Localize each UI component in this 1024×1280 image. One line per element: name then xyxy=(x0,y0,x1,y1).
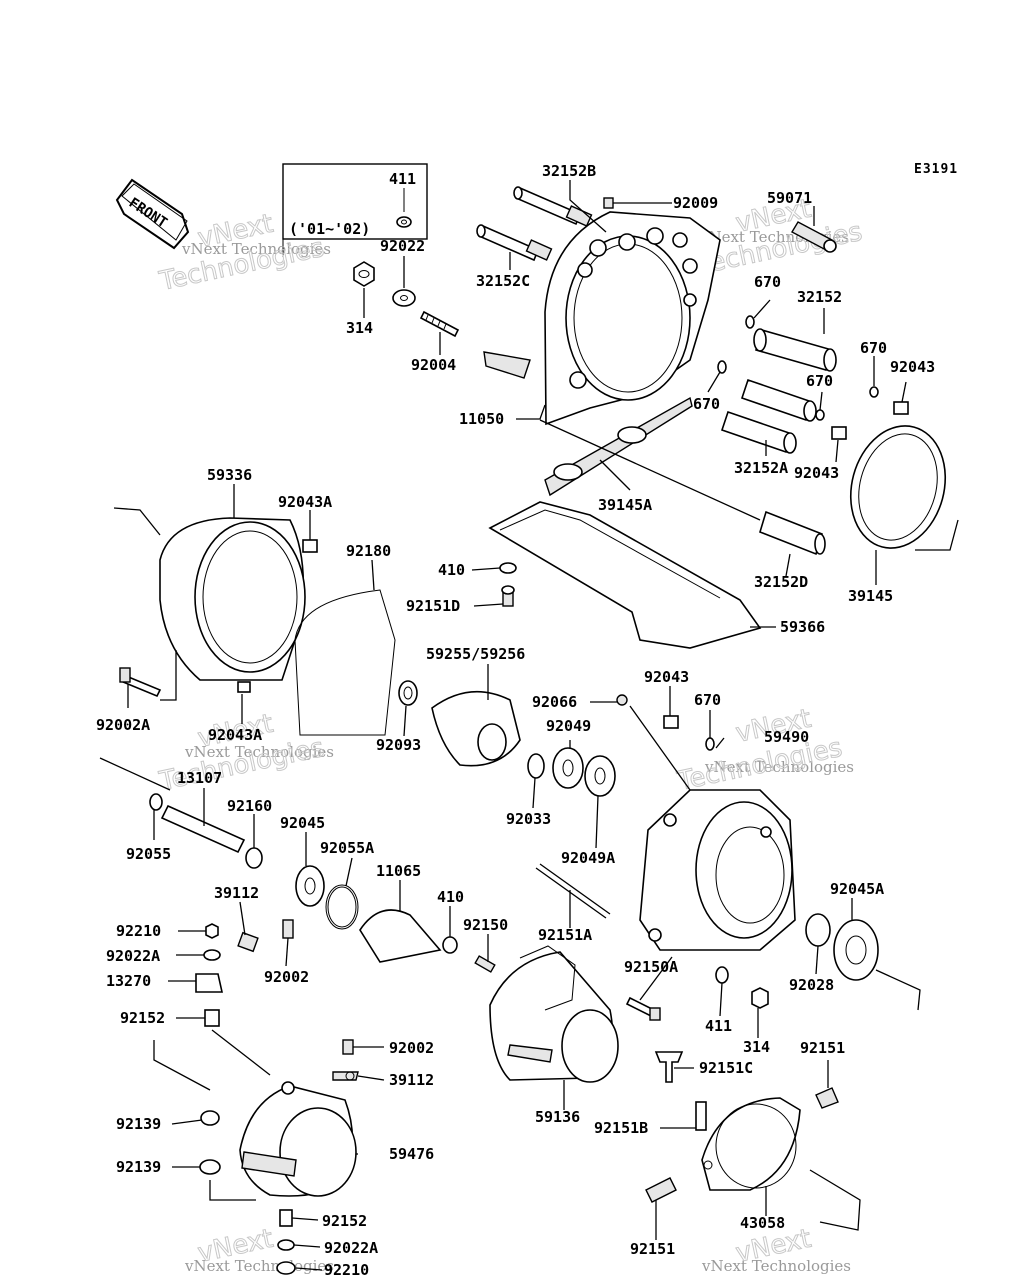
part-shapes xyxy=(119,186,947,1275)
svg-text:vNext Technologies: vNext Technologies xyxy=(184,1257,334,1275)
label-32152: 32152 xyxy=(797,288,842,306)
label-92210-a: 92210 xyxy=(116,922,161,940)
label-314-top: 314 xyxy=(346,319,373,337)
label-92151A: 92151A xyxy=(538,926,592,944)
label-92022: 92022 xyxy=(380,237,425,255)
label-39112-a: 39112 xyxy=(214,884,259,902)
label-92151-b: 92151 xyxy=(630,1240,675,1258)
label-670-b: 670 xyxy=(860,339,887,357)
label-92043-a: 92043 xyxy=(890,358,935,376)
label-92002-a: 92002 xyxy=(264,968,309,986)
label-59136: 59136 xyxy=(535,1108,580,1126)
note-box-part: 411 xyxy=(389,170,416,188)
label-59336: 59336 xyxy=(207,466,252,484)
label-92150A: 92150A xyxy=(624,958,678,976)
svg-text:vNext Technologies: vNext Technologies xyxy=(701,1257,851,1275)
label-92180: 92180 xyxy=(346,542,391,560)
label-59255-59256: 59255/59256 xyxy=(426,645,525,663)
label-92022A-b: 92022A xyxy=(324,1239,378,1257)
label-92151D: 92151D xyxy=(406,597,460,615)
label-59490: 59490 xyxy=(764,728,809,746)
label-39145: 39145 xyxy=(848,587,893,605)
label-92043-c: 92043 xyxy=(644,668,689,686)
label-670-e: 670 xyxy=(694,691,721,709)
label-92151C: 92151C xyxy=(699,1059,753,1077)
label-411: 411 xyxy=(705,1017,732,1035)
label-11050: 11050 xyxy=(459,410,504,428)
label-92151B: 92151B xyxy=(594,1119,648,1137)
label-92210-b: 92210 xyxy=(324,1261,369,1279)
label-92045: 92045 xyxy=(280,814,325,832)
label-92049: 92049 xyxy=(546,717,591,735)
label-92022A-a: 92022A xyxy=(106,947,160,965)
label-92093: 92093 xyxy=(376,736,421,754)
label-92139-b: 92139 xyxy=(116,1158,161,1176)
part-labels: 32152B 92009 59071 32152C 92022 314 9200… xyxy=(96,162,935,1279)
label-59366: 59366 xyxy=(780,618,825,636)
label-92150: 92150 xyxy=(463,916,508,934)
label-92043-b: 92043 xyxy=(794,464,839,482)
svg-text:vNext Technologies: vNext Technologies xyxy=(181,240,331,258)
label-410-a: 410 xyxy=(438,561,465,579)
label-39145A: 39145A xyxy=(598,496,652,514)
label-92009: 92009 xyxy=(673,194,718,212)
label-92043A-a: 92043A xyxy=(278,493,332,511)
note-box-range: ('01~'02) xyxy=(289,220,370,238)
label-92002A: 92002A xyxy=(96,716,150,734)
label-59071: 59071 xyxy=(767,189,812,207)
label-92028: 92028 xyxy=(789,976,834,994)
label-92152-b: 92152 xyxy=(322,1212,367,1230)
label-59476: 59476 xyxy=(389,1145,434,1163)
label-13107: 13107 xyxy=(177,769,222,787)
label-314-bottom: 314 xyxy=(743,1038,770,1056)
label-32152D: 32152D xyxy=(754,573,808,591)
label-92139-a: 92139 xyxy=(116,1115,161,1133)
front-arrow-icon: FRONT xyxy=(115,178,190,250)
label-32152A: 32152A xyxy=(734,459,788,477)
label-92152-a: 92152 xyxy=(120,1009,165,1027)
label-43058: 43058 xyxy=(740,1214,785,1232)
label-92160: 92160 xyxy=(227,797,272,815)
label-92004: 92004 xyxy=(411,356,456,374)
label-670-c: 670 xyxy=(806,372,833,390)
label-670-a: 670 xyxy=(754,273,781,291)
label-410-b: 410 xyxy=(437,888,464,906)
label-11065: 11065 xyxy=(376,862,421,880)
label-13270: 13270 xyxy=(106,972,151,990)
label-92151-a: 92151 xyxy=(800,1039,845,1057)
svg-text:vNext Technologies: vNext Technologies xyxy=(184,743,334,761)
diagram-code: E3191 xyxy=(914,162,958,177)
label-32152C: 32152C xyxy=(476,272,530,290)
label-92033: 92033 xyxy=(506,810,551,828)
label-92043A-b: 92043A xyxy=(208,726,262,744)
svg-text:vNext Technologies: vNext Technologies xyxy=(704,758,854,776)
label-92055A: 92055A xyxy=(320,839,374,857)
label-92055: 92055 xyxy=(126,845,171,863)
label-32152B: 32152B xyxy=(542,162,596,180)
note-box: 411 ('01~'02) xyxy=(282,163,428,257)
label-670-d: 670 xyxy=(693,395,720,413)
label-92049A: 92049A xyxy=(561,849,615,867)
leader-lines xyxy=(99,180,959,1271)
label-39112-b: 39112 xyxy=(389,1071,434,1089)
label-92002-b: 92002 xyxy=(389,1039,434,1057)
label-92045A: 92045A xyxy=(830,880,884,898)
label-92066: 92066 xyxy=(532,693,577,711)
